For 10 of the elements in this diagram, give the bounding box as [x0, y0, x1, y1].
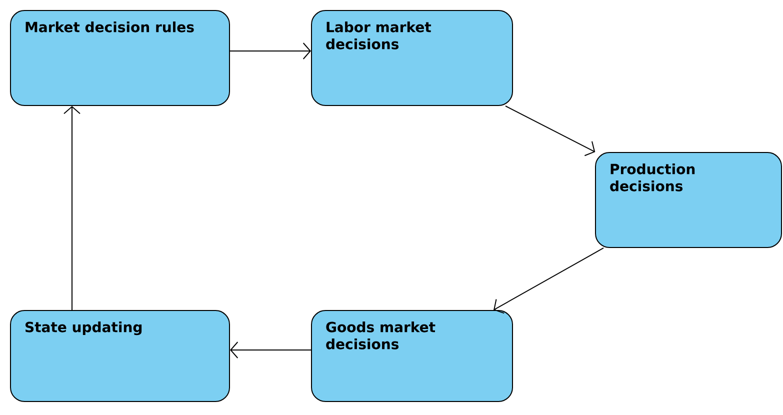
process-box: Goods market decisions — [311, 310, 513, 402]
process-box: Market decision rules — [10, 10, 230, 106]
arrow — [230, 42, 311, 60]
arrow — [230, 342, 312, 358]
arrow — [505, 106, 596, 156]
arrow — [494, 248, 604, 314]
process-box: Production decisions — [595, 152, 782, 248]
process-box: Labor market decisions — [311, 10, 513, 106]
arrow — [64, 106, 80, 310]
process-box: State updating — [10, 310, 230, 402]
